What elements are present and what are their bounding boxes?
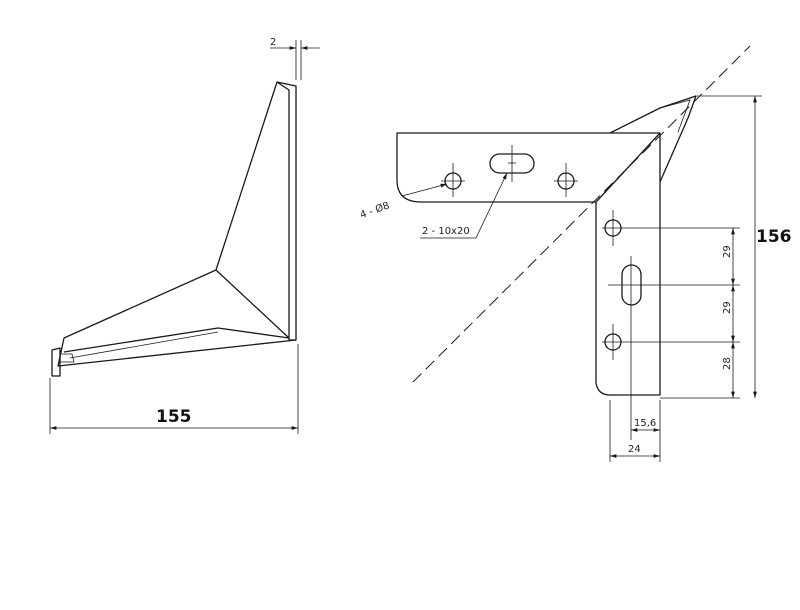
- hole-h1: [441, 163, 465, 197]
- front-view: 4 - Ø8 2 - 10x20 29 29 28 156 15,6 24: [358, 45, 792, 462]
- hole-h2: [554, 163, 578, 197]
- hole-v1: [602, 210, 740, 246]
- side-view: 2 155: [49, 37, 320, 434]
- lower-blade: [63, 269, 217, 339]
- hole-v2: [602, 324, 740, 360]
- slot-v: [608, 256, 740, 440]
- upper-blade: [215, 81, 290, 339]
- dim-thickness: 2: [270, 37, 276, 48]
- dim-offset-holes: 15,6: [634, 418, 656, 429]
- dim-height-total: 156: [756, 227, 792, 247]
- dim-spacing-top: 29: [722, 245, 733, 258]
- dim-spacing-bottom: 28: [722, 357, 733, 370]
- dim-width-total: 155: [156, 407, 192, 427]
- horizontal-flange: [396, 132, 661, 396]
- back-plate: [276, 81, 297, 341]
- dim-spacing-mid: 29: [722, 301, 733, 314]
- foot-tip: [51, 347, 61, 377]
- hole-spec-label: 4 - Ø8: [358, 199, 391, 221]
- slot-h: [489, 145, 535, 182]
- slot-spec-label: 2 - 10x20: [422, 226, 470, 237]
- dim-width-flange: 24: [628, 444, 641, 455]
- blade-tip: [609, 95, 697, 183]
